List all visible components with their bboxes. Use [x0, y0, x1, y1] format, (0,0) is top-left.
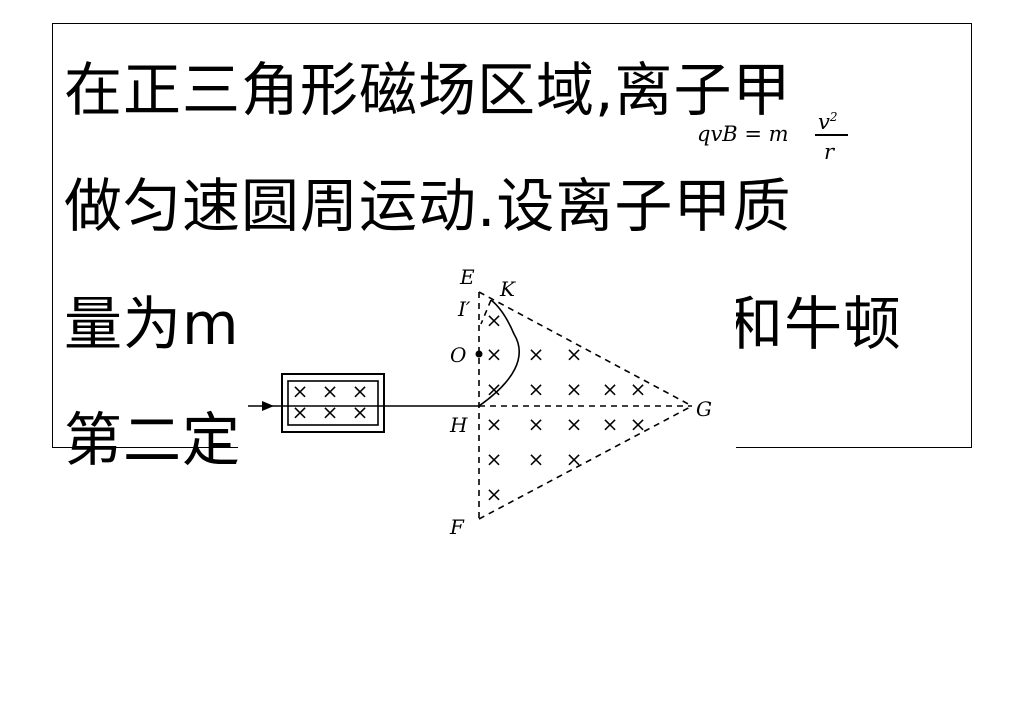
field-cross-mark: × — [486, 482, 503, 506]
text-line-1: 在正三角形磁场区域,离子甲 — [64, 56, 792, 124]
formula-numerator: v2 — [818, 110, 838, 134]
field-cross-mark: × — [486, 412, 503, 436]
label-F: F — [449, 515, 465, 539]
point-O — [475, 350, 483, 358]
text-line-3-end: 和牛顿 — [725, 290, 903, 358]
field-cross-mark: × — [292, 379, 309, 403]
field-cross-mark: × — [322, 379, 339, 403]
label-H: H — [449, 413, 468, 437]
field-cross-mark: × — [352, 400, 369, 424]
field-cross-mark: × — [292, 400, 309, 424]
field-cross-mark: × — [528, 377, 545, 401]
edge-EG — [478, 291, 693, 407]
fraction-bar — [815, 134, 848, 136]
field-cross-mark: × — [566, 412, 583, 436]
selector-inner — [287, 380, 379, 426]
text-line-2: 做匀速圆周运动.设离子甲质 — [64, 172, 792, 240]
edge-FG — [478, 405, 693, 520]
field-cross-mark: × — [486, 342, 503, 366]
label-I-prime: I′ — [457, 297, 471, 321]
formula-denominator: r — [824, 140, 835, 164]
label-K: K — [499, 277, 516, 301]
text-line-3: 量为m — [64, 290, 240, 358]
field-cross-mark: × — [352, 379, 369, 403]
label-O: O — [450, 343, 466, 367]
field-cross-mark: × — [528, 342, 545, 366]
field-cross-mark: × — [528, 447, 545, 471]
line-KI — [480, 299, 492, 325]
field-cross-mark: × — [528, 412, 545, 436]
text-line-4: 第二定 — [64, 406, 242, 474]
beam-arrow — [262, 401, 274, 411]
label-E: E — [459, 265, 475, 289]
field-cross-mark: × — [486, 447, 503, 471]
field-cross-mark: × — [630, 412, 647, 436]
formula-lhs: qvB = m — [697, 122, 789, 146]
selector-outer — [281, 373, 385, 433]
magnetic-field-diagram: E K I′ O H G F ×××××××××××××××××××××××× — [248, 265, 712, 539]
diagram-background — [238, 262, 736, 542]
field-marks: ×××××××××××××××××××××××× — [292, 308, 647, 506]
field-cross-mark: × — [566, 447, 583, 471]
field-cross-mark: × — [602, 377, 619, 401]
field-cross-mark: × — [630, 377, 647, 401]
field-cross-mark: × — [602, 412, 619, 436]
label-G: G — [696, 397, 712, 421]
field-cross-mark: × — [486, 377, 503, 401]
field-cross-mark: × — [566, 377, 583, 401]
field-cross-mark: × — [566, 342, 583, 366]
trajectory-arc — [478, 299, 520, 407]
field-cross-mark: × — [322, 400, 339, 424]
field-cross-mark: × — [486, 308, 503, 332]
